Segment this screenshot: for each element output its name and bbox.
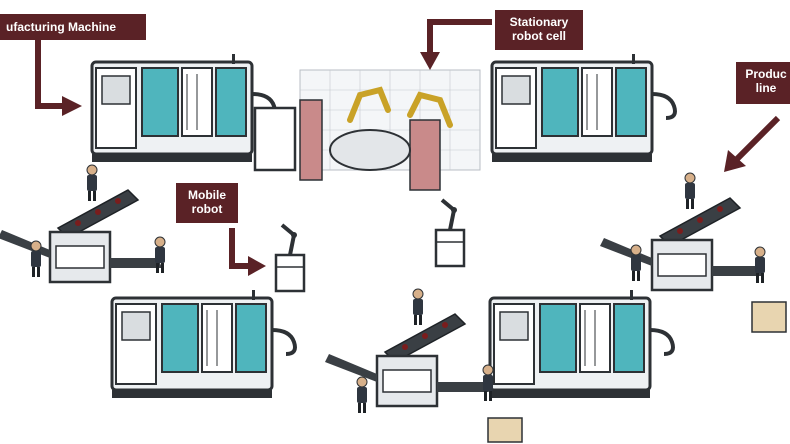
box-icon: [751, 301, 787, 333]
arrow-icon: [733, 115, 781, 163]
worker-icon: [30, 240, 42, 278]
arrow-icon: [427, 19, 492, 56]
cnc-machine-icon: [90, 52, 277, 164]
arrow-icon: [62, 96, 82, 116]
arrow-icon: [35, 36, 70, 109]
worker-icon: [684, 172, 696, 210]
conveyor-icon: [323, 312, 491, 408]
arrow-icon: [724, 150, 746, 172]
cnc-machine-icon: [488, 288, 675, 400]
robot-arm-icon: [347, 86, 391, 123]
mobile-robot-icon: [274, 223, 306, 293]
worker-icon: [356, 376, 368, 414]
manufacturing-machine-label: ufacturing Machine: [0, 14, 146, 40]
machine-tool-icon: [253, 106, 297, 172]
arrow-icon: [420, 52, 440, 70]
production-line-label: Produc line: [736, 62, 790, 104]
conveyor-icon: [0, 188, 164, 284]
cnc-machine-icon: [490, 52, 677, 164]
worker-icon: [482, 364, 494, 402]
cnc-machine-icon: [110, 288, 297, 400]
stationary-robot-cell: [299, 69, 481, 191]
worker-icon: [86, 164, 98, 202]
mobile-robot-label: Mobile robot: [176, 183, 238, 223]
production-line-left: [0, 164, 166, 284]
robot-arm-icon: [434, 198, 466, 268]
robot-arm-icon: [407, 91, 453, 128]
production-line-bottom: [323, 288, 523, 443]
stationary-robot-cell-label: Stationary robot cell: [495, 10, 583, 50]
worker-icon: [754, 246, 766, 284]
conveyor-icon: [598, 196, 766, 292]
worker-icon: [412, 288, 424, 326]
production-line-right: [598, 172, 787, 333]
arrow-icon: [229, 228, 254, 269]
worker-icon: [630, 244, 642, 282]
box-icon: [487, 417, 523, 443]
arrow-icon: [248, 256, 266, 276]
